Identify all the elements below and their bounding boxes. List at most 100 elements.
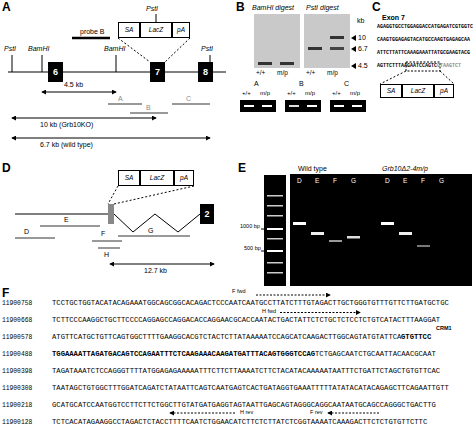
- site-label: BamHI: [104, 45, 125, 52]
- coordinate: 11900578: [2, 335, 32, 341]
- ladder-label: 1000 bp: [240, 224, 260, 230]
- lane-letter: E: [403, 178, 407, 185]
- size-label: 12.7 kb: [144, 267, 167, 274]
- connector-layer: [63, 72, 198, 73]
- cassette-label: pA: [177, 27, 185, 34]
- intron-line: [165, 72, 198, 73]
- lane-letter: E: [315, 178, 319, 185]
- coordinate: 11900668: [2, 318, 32, 324]
- deletion-map: [15, 186, 214, 264]
- site-label: PstI: [201, 45, 213, 52]
- cassette-segment: LacZ: [402, 84, 434, 98]
- sequence: TCTGAGCAATCTGCAATTACAACGCAAT: [315, 351, 436, 358]
- exon-number: 8: [203, 68, 208, 77]
- size-label: 4.5 kb: [64, 81, 83, 88]
- exon-box: 2: [200, 204, 214, 224]
- fragment-label: B: [146, 104, 151, 111]
- coordinate: 11900218: [2, 403, 32, 409]
- lane-letter: D: [297, 178, 302, 185]
- panel-letter: F: [2, 287, 9, 299]
- exon-box: 6: [48, 62, 63, 82]
- genotype-label: +/+: [287, 90, 296, 96]
- sequence: GTGTTCC: [401, 334, 431, 341]
- lane-letter: G: [439, 178, 444, 185]
- probe-letter: C: [344, 80, 349, 87]
- fragment-label: E: [64, 216, 69, 223]
- genotype-label: m/p: [260, 90, 270, 96]
- cassette-label: SA: [387, 88, 396, 95]
- cassette-segment: pA: [434, 84, 454, 98]
- coordinate: 11900128: [2, 420, 32, 426]
- sequence: AGAATCCAGTC: [404, 64, 437, 69]
- size-label: 4.5: [358, 62, 368, 69]
- fragment-label: G: [148, 227, 153, 234]
- motif-label: CRM1: [436, 326, 452, 332]
- panel-letter: E: [238, 162, 246, 174]
- fragment-label: F: [101, 230, 105, 237]
- cassette-segment: SA: [380, 84, 402, 98]
- sequence: TAGATAAATCTCCAGGGTTTTATGGAGAGAAAAATTTCTT…: [52, 368, 440, 375]
- cassette-segment: SA: [118, 170, 140, 186]
- size-label: 6.7 kb (wild type): [40, 141, 93, 148]
- site-label: PstI: [146, 5, 158, 12]
- southern-blot: [240, 14, 366, 112]
- primer-label: H rev: [240, 410, 253, 416]
- genotype-label: m/p: [277, 70, 288, 77]
- exon-number: 6: [53, 68, 58, 77]
- panel-letter: D: [2, 162, 11, 174]
- sequence: AGTTCTTTA: [377, 64, 404, 69]
- exon-box: 8: [198, 62, 213, 82]
- pcr-gel: [261, 174, 472, 286]
- exon-label: Exon 7: [382, 14, 405, 21]
- lane-letter: D: [385, 178, 390, 185]
- fragment-label: D: [24, 228, 29, 235]
- coordinate: 11900758: [2, 301, 32, 307]
- site-label: BamHI: [28, 45, 49, 52]
- probe-letter: B: [299, 80, 304, 87]
- site-label: PstI: [4, 45, 16, 52]
- lane-letter: F: [333, 178, 337, 185]
- probe-letter: A: [254, 80, 259, 87]
- cassette-label: SA: [125, 175, 134, 182]
- group-label: Grb10Δ2-4m/p: [382, 165, 428, 172]
- coordinate: 11900398: [2, 369, 32, 375]
- genotype-label: m/p: [327, 70, 338, 77]
- exon-number: 7: [155, 68, 160, 77]
- cassette-label: LacZ: [411, 88, 425, 95]
- intron-line: [63, 72, 150, 73]
- group-label: Wild type: [298, 165, 327, 172]
- sequence: TGGAAAATTAGATGACAGTCCAGAATTTCTCAAGAAACAA…: [52, 351, 315, 358]
- genotype-label: +/+: [256, 70, 265, 77]
- panel-letter: C: [372, 1, 381, 13]
- probe-label: probe B: [80, 28, 105, 35]
- cassette-label: pA: [180, 175, 188, 182]
- genotype-label: m/p: [305, 90, 315, 96]
- lane-letter: F: [421, 178, 425, 185]
- digest-label: BamHI digest: [252, 4, 294, 11]
- sequence: TCCTGCTGGTACATACAGAAATGGCAGCGGCACAGACTCC…: [52, 300, 449, 307]
- sequence: GTAAGTCT: [437, 64, 461, 69]
- cassette-segment: pA: [172, 22, 190, 38]
- cassette-segment: LacZ: [140, 22, 172, 38]
- sequence: CAAGTGGAGAGTACATGCCAAGTGAGAGCAA: [377, 38, 470, 43]
- sequence: ATTCTTATTCAAAGAAATTATGCGAAGTACG: [377, 51, 470, 56]
- size-label: 10: [358, 34, 366, 41]
- cassette-label: LacZ: [150, 175, 164, 182]
- size-unit: kb: [357, 17, 364, 24]
- exon-box: 7: [150, 62, 165, 82]
- cassette-segment: LacZ: [140, 170, 174, 186]
- sequence: TCTCACATAGAAGGCCTAGACTCTACCTTTTCAATCTGGA…: [52, 419, 427, 426]
- primer-label: F fwd: [232, 289, 245, 295]
- digest-label: PstI digest: [306, 4, 339, 11]
- fragment-label: C: [186, 95, 191, 102]
- sequence: AGAGGTGCCTGGAGGACCATGAGATCGTGGTC: [377, 25, 473, 30]
- coordinate: 11900308: [2, 386, 32, 392]
- genotype-label: +/+: [332, 90, 341, 96]
- genotype-label: +/+: [242, 90, 251, 96]
- lane-letter: G: [351, 178, 356, 185]
- cassette-label: SA: [125, 27, 134, 34]
- sequence: ATGTTCATGCTGTTCAGTGGCTTTTGAAGGCACGTCTACT…: [52, 334, 401, 341]
- gene-map: [8, 14, 226, 138]
- sequence: TCTTCCCAAGGCTGCTTCCCCAGGAGCCAGGACACCAGGA…: [52, 317, 440, 324]
- primer-label: H fwd: [262, 309, 276, 315]
